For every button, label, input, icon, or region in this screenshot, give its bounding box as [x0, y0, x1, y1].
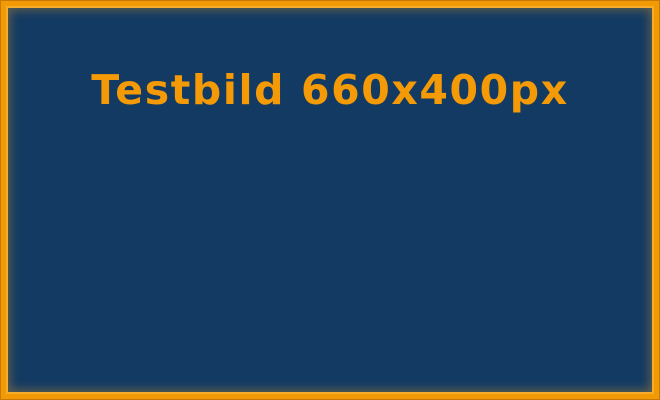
- test-image-title: Testbild 660x400px: [91, 66, 569, 114]
